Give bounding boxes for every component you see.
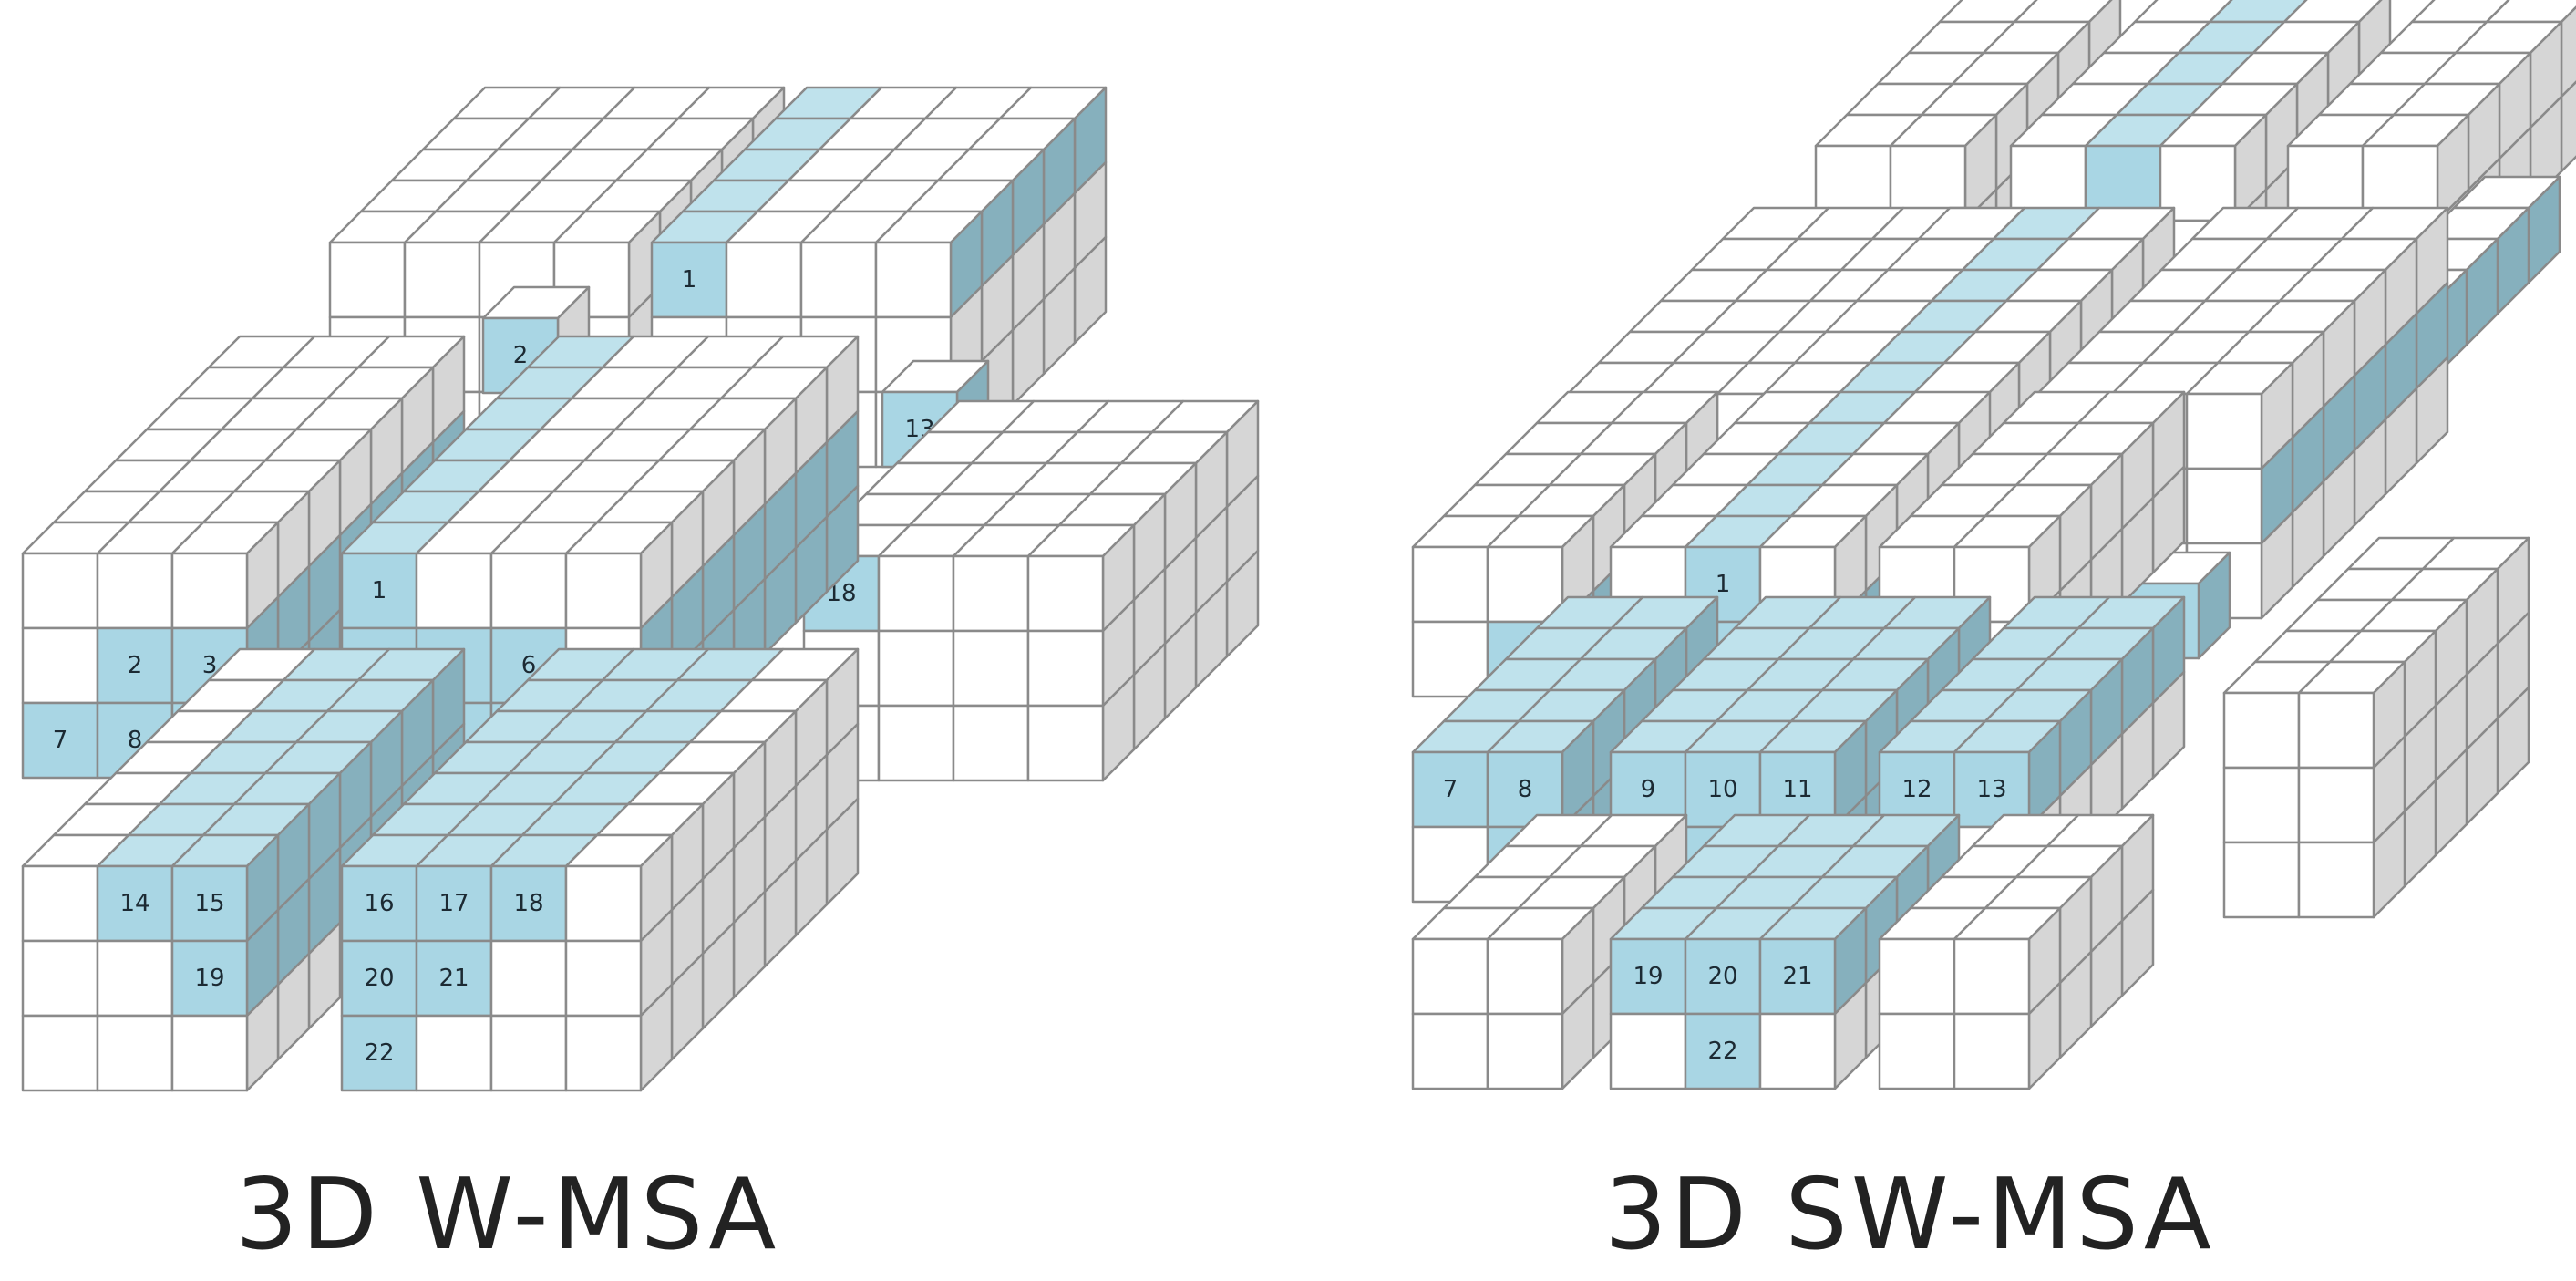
voxel-front xyxy=(489,939,568,1018)
voxel-front xyxy=(2297,841,2375,919)
voxel-front xyxy=(2297,766,2375,844)
cell-label: 20 xyxy=(1707,963,1737,990)
caption-right: 3D SW-MSA xyxy=(1604,1158,2215,1272)
voxel-front xyxy=(96,1014,174,1092)
cell-label: 22 xyxy=(364,1039,394,1067)
voxel-front xyxy=(489,552,568,630)
cell-label: 9 xyxy=(1641,776,1656,803)
voxel-front xyxy=(415,552,493,630)
cell-label: 1 xyxy=(1716,571,1731,598)
voxel-front xyxy=(96,939,174,1018)
voxel-front xyxy=(1878,937,1956,1016)
voxel-front xyxy=(877,554,955,633)
cell-label: 1 xyxy=(682,266,697,294)
voxel-front xyxy=(877,629,955,708)
cell-label: 17 xyxy=(438,890,469,917)
cell-label: 1 xyxy=(372,577,387,604)
voxel-front xyxy=(170,552,249,630)
cell-label: 21 xyxy=(1782,963,1812,990)
cell-label: 20 xyxy=(364,965,394,992)
voxel-front xyxy=(170,1014,249,1092)
voxel-front xyxy=(564,1014,643,1092)
cell-label: 22 xyxy=(1707,1038,1737,1065)
voxel-front xyxy=(1026,629,1105,708)
caption-left: 3D W-MSA xyxy=(235,1158,780,1272)
voxel-front xyxy=(2185,392,2263,470)
voxel-front xyxy=(952,704,1030,782)
cell-label: 10 xyxy=(1707,776,1737,803)
voxel-front xyxy=(21,552,99,630)
voxel-front xyxy=(21,626,99,705)
cell-label: 8 xyxy=(1518,776,1533,803)
voxel-front xyxy=(1486,1012,1564,1090)
voxel-front xyxy=(21,864,99,943)
cell-label: 15 xyxy=(194,890,224,917)
voxel-front xyxy=(2297,691,2375,770)
voxel-front xyxy=(1758,1012,1837,1090)
voxel-front xyxy=(725,241,803,319)
voxel-front xyxy=(1026,554,1105,633)
voxel-front xyxy=(2222,766,2301,844)
voxel-front xyxy=(564,864,643,943)
cell-label: 2 xyxy=(128,652,143,679)
cell-label: 18 xyxy=(513,890,543,917)
cell-label: 19 xyxy=(194,965,224,992)
cell-label: 19 xyxy=(1633,963,1663,990)
voxel-front xyxy=(1953,1012,2031,1090)
voxel-front xyxy=(1486,545,1564,624)
cell-label: 14 xyxy=(119,890,149,917)
voxel-front xyxy=(403,241,481,319)
voxel-front xyxy=(1026,704,1105,782)
voxel-front xyxy=(564,939,643,1018)
voxel-front xyxy=(877,704,955,782)
cell-label: 7 xyxy=(1443,776,1458,803)
voxel-front xyxy=(1953,937,2031,1016)
voxel-front xyxy=(415,1014,493,1092)
voxel-front xyxy=(21,939,99,1018)
voxel-front xyxy=(1486,937,1564,1016)
cell-label: 13 xyxy=(1976,776,2006,803)
cell-label: 2 xyxy=(513,342,529,369)
voxel-front xyxy=(1411,545,1489,624)
voxel-front xyxy=(2185,467,2263,545)
cell-label: 16 xyxy=(364,890,394,917)
voxel-front xyxy=(1411,620,1489,698)
voxel-front xyxy=(1411,937,1489,1016)
voxel-front xyxy=(952,554,1030,633)
voxel-front xyxy=(874,241,953,319)
voxel-front xyxy=(952,629,1030,708)
voxel-front xyxy=(564,552,643,630)
voxel-front xyxy=(1878,1012,1956,1090)
voxel-front xyxy=(1411,1012,1489,1090)
cell-label: 8 xyxy=(128,727,143,754)
voxel-front xyxy=(489,1014,568,1092)
cell-label: 11 xyxy=(1782,776,1812,803)
voxel-front xyxy=(96,552,174,630)
cell-label: 7 xyxy=(53,727,68,754)
voxel-front xyxy=(799,241,878,319)
cell-label: 6 xyxy=(521,652,537,679)
voxel-front xyxy=(328,241,407,319)
voxel-front xyxy=(1609,1012,1687,1090)
voxel-front xyxy=(2222,841,2301,919)
voxel-front xyxy=(21,1014,99,1092)
cell-label: 21 xyxy=(438,965,469,992)
cell-label: 3 xyxy=(202,652,218,679)
voxel-front xyxy=(2222,691,2301,770)
cell-label: 12 xyxy=(1901,776,1932,803)
